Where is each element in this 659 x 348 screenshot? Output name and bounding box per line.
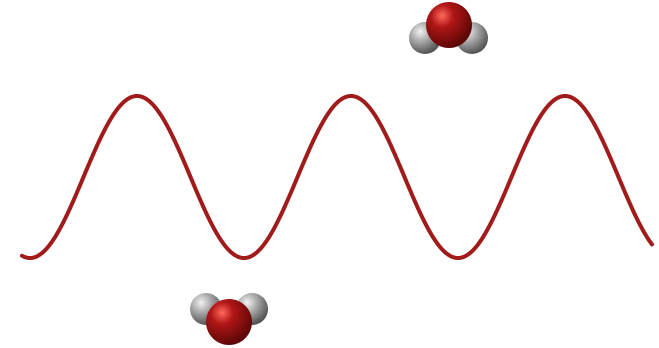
water-molecule-top	[409, 2, 488, 54]
water-molecule-bottom	[190, 293, 268, 345]
oxygen-atom	[206, 299, 252, 345]
oxygen-atom	[426, 2, 472, 48]
sine-wave	[20, 94, 654, 260]
